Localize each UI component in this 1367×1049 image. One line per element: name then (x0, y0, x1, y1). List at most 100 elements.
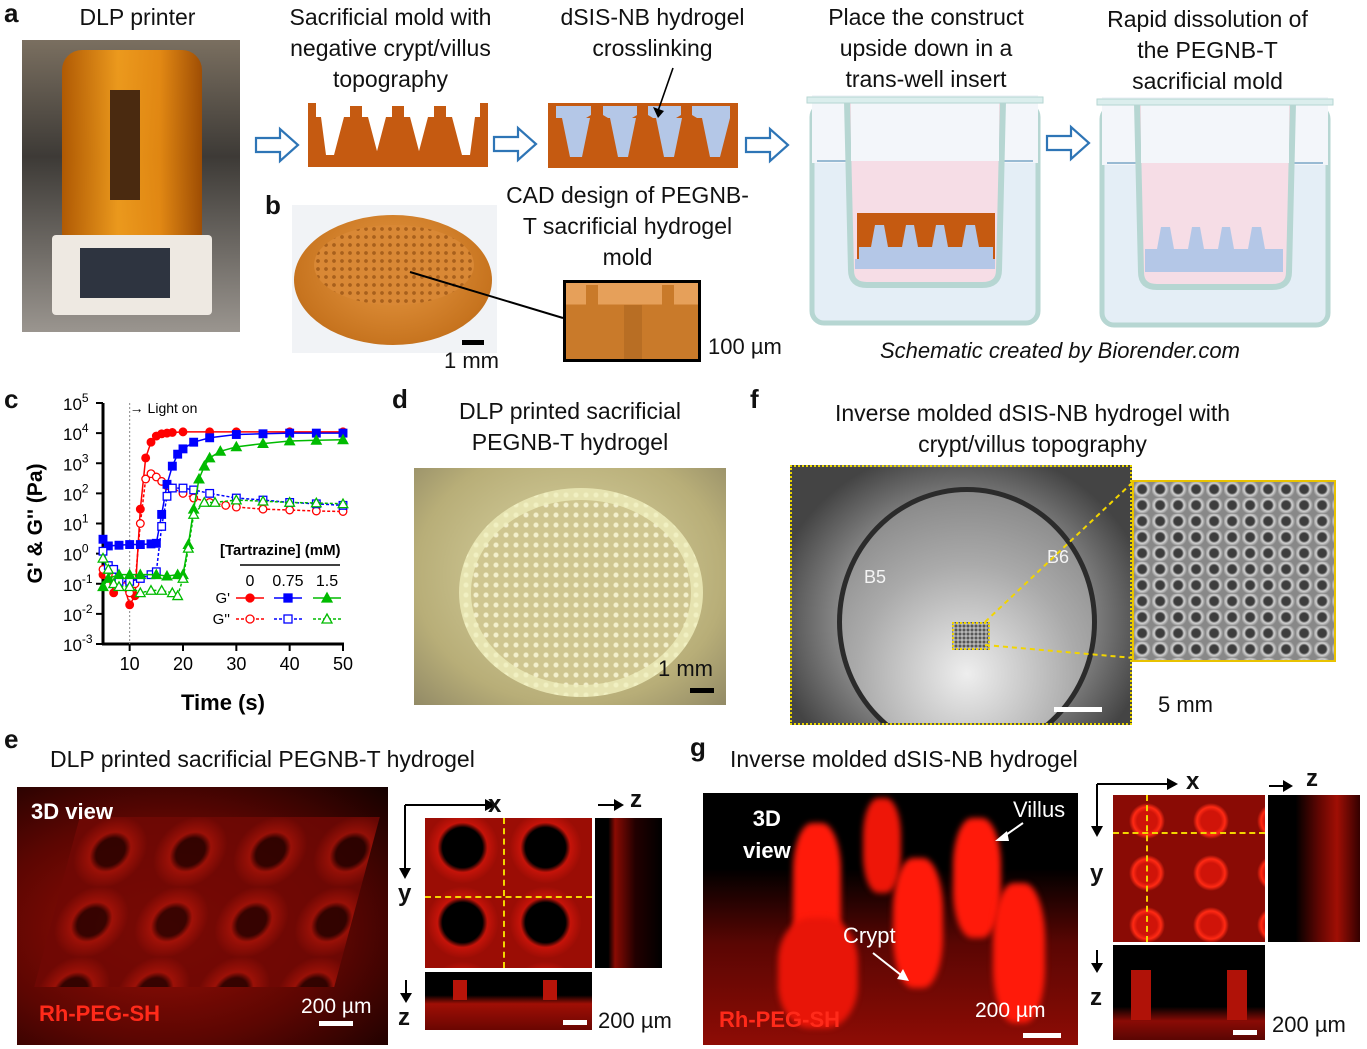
y-tick-exponent: -3 (82, 632, 93, 646)
data-point (167, 428, 177, 437)
data-point (113, 568, 125, 580)
series-g-1-5-mm (97, 433, 349, 592)
g-3d-label: 3D view (743, 803, 791, 867)
data-point (209, 496, 221, 507)
x-crosshair (1146, 795, 1148, 942)
e-yz-slice (595, 818, 662, 968)
data-point (123, 580, 136, 592)
sacrificial-mold-diagram (308, 103, 488, 167)
x-crosshair (503, 818, 505, 968)
data-point (337, 497, 349, 509)
scale-bar (1054, 707, 1102, 712)
y-axis-title: G' & G'' (Pa) (24, 464, 47, 584)
data-point (135, 540, 145, 550)
biorender-credit: Schematic created by Biorender.com (880, 338, 1240, 363)
g-yz-slice (1268, 795, 1360, 942)
data-point (125, 540, 135, 550)
villus (778, 918, 858, 1028)
x-tick-label: 30 (226, 654, 246, 674)
g-xz-slice (1113, 945, 1265, 1040)
data-point (178, 427, 188, 437)
series-g-0-75-mm (98, 428, 348, 551)
annotation-arrows (872, 822, 1024, 981)
cad-mold-render (292, 205, 497, 353)
legend-title: [Tartrazine] (mM) (220, 542, 341, 559)
data-point (203, 451, 216, 463)
g-axis-z-bottom: z (1090, 984, 1102, 1011)
legend-row-label: G' (215, 590, 230, 607)
e-3d-surface (34, 817, 380, 987)
data-point (141, 453, 151, 463)
data-point (171, 589, 184, 601)
data-point (214, 445, 227, 456)
data-point (198, 460, 211, 471)
data-point (157, 509, 167, 519)
e-3d-scale-label: 200 µm (301, 995, 372, 1018)
data-point (123, 568, 136, 580)
data-point (114, 540, 124, 550)
scale-bar (1023, 1033, 1061, 1038)
inset-villus (586, 285, 598, 307)
cad-title: CAD design of PEGNB-T sacrificial hydrog… (506, 182, 749, 270)
data-point (205, 488, 215, 498)
x-tick-label: 20 (173, 654, 193, 674)
series-g-1-5-mm (97, 493, 349, 601)
printed-hydrogel-photo: 1 mm (414, 468, 726, 705)
f-scale-label: 5 mm (1158, 692, 1213, 717)
e-xz-peak (453, 980, 467, 1000)
scale-bar (1233, 1030, 1257, 1035)
g-3d-scale-label: 200 µm (975, 999, 1046, 1022)
y-tick-exponent: 1 (82, 512, 89, 526)
g-3d-label-line2: view (743, 838, 791, 863)
x-tick-label: 40 (280, 654, 300, 674)
data-point (134, 568, 147, 580)
legend-column-label: 0 (246, 573, 255, 590)
g-axis-arrows (1091, 778, 1293, 973)
step3-text: Place the construct upside down in a tra… (828, 4, 1024, 92)
g-ortho-scale-label: 200 µm (1272, 1012, 1346, 1037)
data-point (167, 461, 177, 471)
data-point (173, 449, 183, 459)
well-label-b6: B6 (1047, 547, 1070, 567)
x-axis-title: Time (s) (181, 690, 265, 715)
scale-bar (563, 1020, 587, 1025)
data-point (155, 584, 168, 595)
g-title: Inverse molded dSIS-NB hydrogel (730, 746, 1078, 772)
scale-bar (690, 688, 714, 693)
legend-column-label: 0.75 (272, 573, 303, 590)
zoom-lines (984, 480, 1135, 659)
villus-annotation: Villus (1013, 797, 1066, 822)
data-point (230, 440, 243, 452)
data-point (257, 437, 269, 449)
cad-zoom-line (409, 271, 564, 319)
y-tick-exponent: 0 (82, 542, 89, 556)
data-point (125, 600, 135, 610)
data-point (98, 534, 108, 544)
data-point (145, 584, 157, 595)
legend-column-label: 1.5 (316, 573, 338, 590)
data-point (161, 569, 173, 581)
transwell-after-dissolution (1096, 97, 1334, 328)
data-point (134, 586, 147, 598)
crypt-annotation: Crypt (843, 923, 896, 948)
data-point (198, 496, 211, 507)
printer-mechanism (110, 90, 140, 200)
f-title: Inverse molded dSIS-NB hydrogel with cry… (834, 400, 1231, 457)
data-point (177, 572, 189, 583)
scale-bar (319, 1021, 353, 1026)
data-point (189, 437, 199, 447)
inset-crypt (624, 305, 642, 359)
step2-text: dSIS-NB hydrogel crosslinking (560, 4, 745, 61)
villus (863, 798, 901, 893)
villus (953, 818, 1001, 938)
data-point (320, 612, 334, 624)
g-3d-label-line1: 3D (752, 806, 781, 831)
inverse-molded-photo: B5 B6 (790, 465, 1132, 725)
data-point (257, 495, 269, 506)
data-point (150, 568, 163, 580)
data-point (245, 593, 255, 603)
cad-inset (563, 280, 701, 362)
data-point (103, 541, 113, 551)
